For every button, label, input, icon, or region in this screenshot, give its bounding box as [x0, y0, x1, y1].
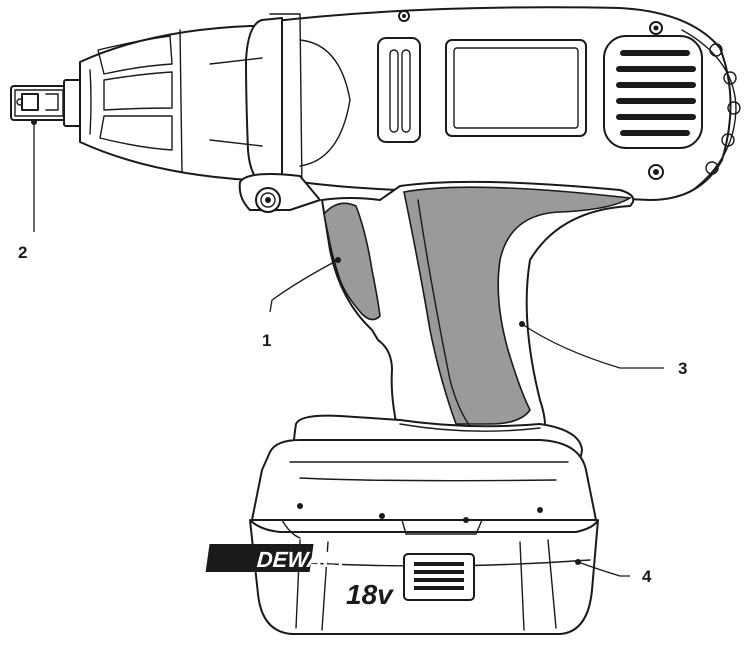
handle — [321, 180, 635, 441]
anvil — [10, 79, 83, 127]
callout-1-label: 1 — [262, 331, 271, 350]
battery-release-button — [403, 553, 475, 601]
voltage-label: 18v — [346, 579, 394, 610]
callout-4: 4 — [575, 559, 652, 586]
pivot-screw — [238, 173, 321, 213]
callout-3-label: 3 — [678, 359, 687, 378]
rear-vents — [603, 35, 703, 149]
callout-2-label: 2 — [18, 243, 27, 262]
grip-overmold — [403, 186, 633, 425]
callout-4-label: 4 — [642, 567, 652, 586]
main-body — [209, 6, 741, 201]
front-housing — [79, 25, 269, 181]
callout-2: 2 — [18, 119, 37, 262]
brand-text: DEWALT — [256, 547, 350, 572]
battery-pack: DEWALT 18v — [205, 439, 599, 635]
brand-logo: DEWALT — [205, 544, 350, 572]
callout-1: 1 — [262, 257, 341, 350]
callout-3: 3 — [519, 321, 687, 378]
trigger — [323, 202, 381, 321]
